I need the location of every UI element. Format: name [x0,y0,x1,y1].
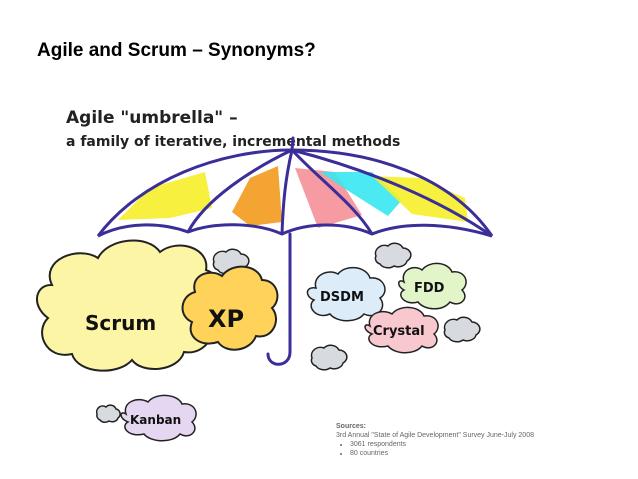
scrum-label: Scrum [85,311,156,335]
diagram-heading-line1: Agile "umbrella" – [66,108,238,128]
fdd-label: FDD [414,281,445,296]
kanban-cloud-shape [120,394,197,442]
umbrella-handle [266,136,295,366]
diagram-heading-line2: a family of iterative, incremental metho… [66,134,400,150]
dsdm-cloud: DSDM [306,266,386,322]
fdd-cloud-shape [398,262,467,310]
sources-block: Sources: 3rd Annual "State of Agile Deve… [336,422,626,458]
xp-label: XP [208,305,244,333]
umbrella-panel-orange [232,166,282,226]
kanban-cloud: Kanban [120,394,197,442]
umbrella-panel-yellow-left [118,172,212,220]
umbrella-panel-pink [295,168,362,228]
cloud-small-2 [374,242,412,269]
scrum-cloud: Scrum [36,239,223,372]
sources-line: 3rd Annual "State of Agile Development" … [336,432,534,439]
crystal-cloud-shape [364,306,439,354]
cloud-small-4 [310,344,348,371]
sources-list: 3061 respondents 80 countries [336,440,626,458]
xp-cloud: XP [181,265,279,351]
sources-item: 80 countries [350,449,626,458]
xp-cloud-shape [181,265,279,351]
sources-item: 3061 respondents [350,440,626,449]
umbrella-panels [118,166,468,228]
small-clouds [95,242,481,423]
umbrella-panel-yellow-right [372,176,468,222]
dsdm-label: DSDM [320,290,364,305]
umbrella-canopy [96,148,494,238]
crystal-label: Crystal [373,324,425,339]
cloud-small-3 [443,316,481,343]
slide-title: Agile and Scrum – Synonyms? [37,40,316,61]
crystal-cloud: Crystal [364,306,439,354]
fdd-cloud: FDD [398,262,467,310]
kanban-label: Kanban [130,413,181,427]
cloud-small-5 [95,404,121,423]
sources-heading: Sources: [336,423,366,430]
